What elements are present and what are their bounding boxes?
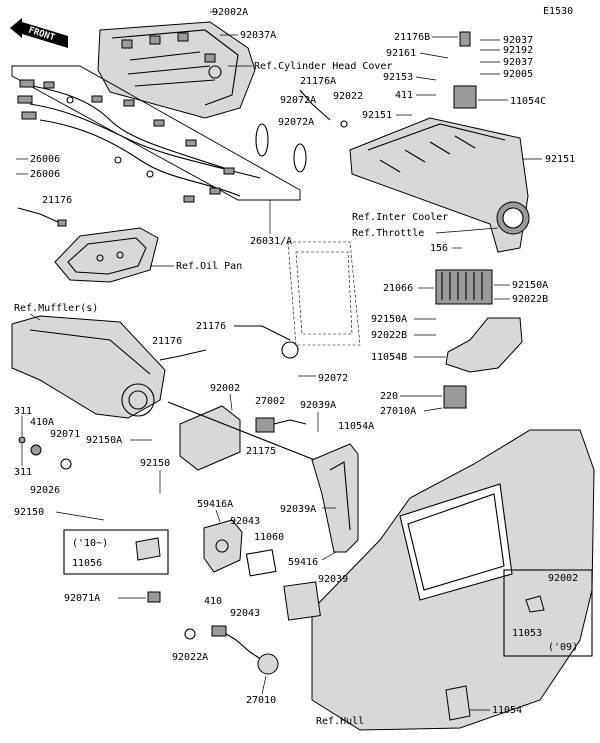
- label-11053: 11053: [512, 628, 542, 639]
- label-10-onward: ('10~): [72, 538, 108, 549]
- label-92150A-c: 92150A: [86, 435, 122, 446]
- label-311-b: 311: [14, 467, 32, 478]
- label-92150-b: 92150: [14, 507, 44, 518]
- label-92151-a: 92151: [362, 110, 392, 121]
- box-11053: [503, 569, 593, 657]
- label-21176-b: 21176: [196, 321, 226, 332]
- label-26006-b: 26006: [30, 169, 60, 180]
- label-92151-b: 92151: [545, 154, 575, 165]
- label-11060: 11060: [254, 532, 284, 543]
- label-92037-a: 92037: [503, 35, 533, 46]
- label-311-a: 311: [14, 406, 32, 417]
- label-92002-b: 92002: [548, 573, 578, 584]
- hull-drawing: [311, 429, 595, 731]
- label-21176-c: 21176: [152, 336, 182, 347]
- label-27002: 27002: [255, 396, 285, 407]
- label-92150A-b: 92150A: [371, 314, 407, 325]
- label-11054B: 11054B: [371, 352, 407, 363]
- label-92037-b: 92037: [503, 57, 533, 68]
- box-11056: [63, 529, 169, 575]
- relay-27010-drawing: [211, 625, 279, 675]
- bracket-11054A-drawing: [311, 443, 359, 553]
- label-59416: 59416: [288, 557, 318, 568]
- bracket-11054B-drawing: [445, 317, 523, 373]
- label-92192: 92192: [503, 45, 533, 56]
- label-26006-a: 26006: [30, 154, 60, 165]
- label-92002A: 92002A: [212, 7, 248, 18]
- label-21176B: 21176B: [394, 32, 430, 43]
- label-410: 410: [204, 596, 222, 607]
- label-92072A-a: 92072A: [280, 95, 316, 106]
- label-92071A: 92071A: [64, 593, 100, 604]
- label-21066: 21066: [383, 283, 413, 294]
- label-410A: 410A: [30, 417, 54, 428]
- label-09: ('09): [548, 642, 578, 653]
- figure-code: E1530: [543, 6, 573, 17]
- ref-cylinder-head-cover: Ref.Cylinder Head Cover: [254, 61, 392, 72]
- label-21176-a: 21176: [42, 195, 72, 206]
- label-92005: 92005: [503, 69, 533, 80]
- label-411: 411: [395, 90, 413, 101]
- label-92026: 92026: [30, 485, 60, 496]
- label-92039: 92039: [318, 574, 348, 585]
- ref-muffler: Ref.Muffler(s): [14, 303, 98, 314]
- label-21176A: 21176A: [300, 76, 336, 87]
- label-59416A: 59416A: [197, 499, 233, 510]
- label-92153: 92153: [383, 72, 413, 83]
- label-92039A-a: 92039A: [300, 400, 336, 411]
- ref-throttle: Ref.Throttle: [352, 228, 424, 239]
- label-220: 220: [380, 391, 398, 402]
- sensor-21176-left: [17, 207, 67, 227]
- cylinder-head-cover-drawing: [97, 21, 256, 119]
- label-11054: 11054: [492, 705, 522, 716]
- label-92043-a: 92043: [230, 516, 260, 527]
- label-27010: 27010: [246, 695, 276, 706]
- label-92161: 92161: [386, 48, 416, 59]
- inter-cooler-outline: [287, 241, 361, 346]
- label-11054A: 11054A: [338, 421, 374, 432]
- label-27010A: 27010A: [380, 406, 416, 417]
- ref-inter-cooler: Ref.Inter Cooler: [352, 212, 448, 223]
- label-92022B-b: 92022B: [371, 330, 407, 341]
- label-92022B-a: 92022B: [512, 294, 548, 305]
- label-21175: 21175: [246, 446, 276, 457]
- ref-oil-pan: Ref.Oil Pan: [176, 261, 242, 272]
- ecu-drawing: [167, 401, 331, 480]
- oil-pan-drawing: [54, 227, 159, 283]
- label-92002-a: 92002: [210, 383, 240, 394]
- label-92037A: 92037A: [240, 30, 276, 41]
- label-11056: 11056: [72, 558, 102, 569]
- label-92071: 92071: [50, 429, 80, 440]
- label-26031A: 26031/A: [250, 236, 292, 247]
- front-arrow: FRONT: [10, 18, 68, 48]
- intake-manifold-drawing: [349, 85, 530, 253]
- label-92072: 92072: [318, 373, 348, 384]
- label-92022: 92022: [333, 91, 363, 102]
- rectifier-drawing: [435, 269, 493, 305]
- label-92022A: 92022A: [172, 652, 208, 663]
- label-11054C: 11054C: [510, 96, 546, 107]
- bracket-59416A-drawing: [203, 519, 243, 573]
- label-92150-a: 92150: [140, 458, 170, 469]
- ref-hull: Ref.Hull: [316, 716, 364, 727]
- label-92150A-a: 92150A: [512, 280, 548, 291]
- label-92072A-b: 92072A: [278, 117, 314, 128]
- wiring-harness-panel: [11, 65, 301, 203]
- label-92043-b: 92043: [230, 608, 260, 619]
- label-156: 156: [430, 243, 448, 254]
- muffler-drawing: [11, 315, 166, 419]
- label-92039A-b: 92039A: [280, 504, 316, 515]
